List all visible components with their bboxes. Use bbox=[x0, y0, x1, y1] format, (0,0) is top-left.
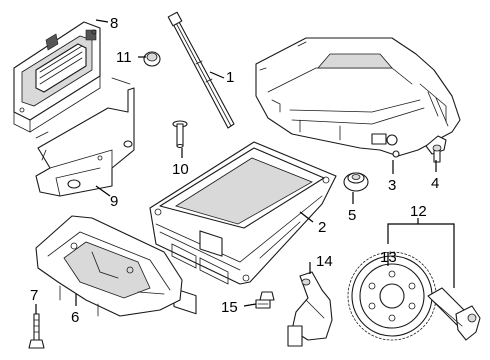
callout-5: 5 bbox=[348, 207, 356, 224]
callout-11: 11 bbox=[116, 49, 132, 66]
part-4-sensor bbox=[425, 135, 447, 163]
part-15-bolt bbox=[255, 291, 275, 309]
part-7-bolt bbox=[28, 313, 45, 349]
part-3-housing bbox=[255, 37, 461, 158]
callout-15: 15 bbox=[221, 299, 238, 316]
part-6-pan bbox=[35, 215, 183, 317]
callout-9: 9 bbox=[110, 193, 118, 210]
callout-8: 8 bbox=[110, 15, 118, 32]
part-10-bolt bbox=[172, 120, 188, 149]
part-9-bracket bbox=[35, 77, 135, 197]
callout-14: 14 bbox=[316, 253, 333, 270]
callout-10: 10 bbox=[172, 161, 189, 178]
part-2-ecu bbox=[149, 141, 337, 315]
part-5-grommet bbox=[343, 172, 369, 192]
callout-6: 6 bbox=[71, 309, 79, 326]
part-11-plug bbox=[143, 51, 161, 67]
part-8-control-module bbox=[13, 21, 101, 133]
part-14-sensor bbox=[287, 271, 333, 347]
leader-lines bbox=[35, 19, 455, 314]
callout-2: 2 bbox=[318, 219, 326, 236]
callouts: 1 2 3 4 5 6 7 8 9 10 11 12 13 14 15 bbox=[30, 15, 439, 326]
callout-3: 3 bbox=[388, 177, 396, 194]
callout-4: 4 bbox=[431, 175, 439, 192]
part-12-sensor bbox=[427, 287, 481, 341]
callout-7: 7 bbox=[30, 287, 38, 304]
part-1-dipstick bbox=[167, 11, 235, 129]
callout-12: 12 bbox=[410, 203, 427, 220]
callout-13: 13 bbox=[380, 249, 397, 266]
callout-1: 1 bbox=[226, 69, 234, 86]
